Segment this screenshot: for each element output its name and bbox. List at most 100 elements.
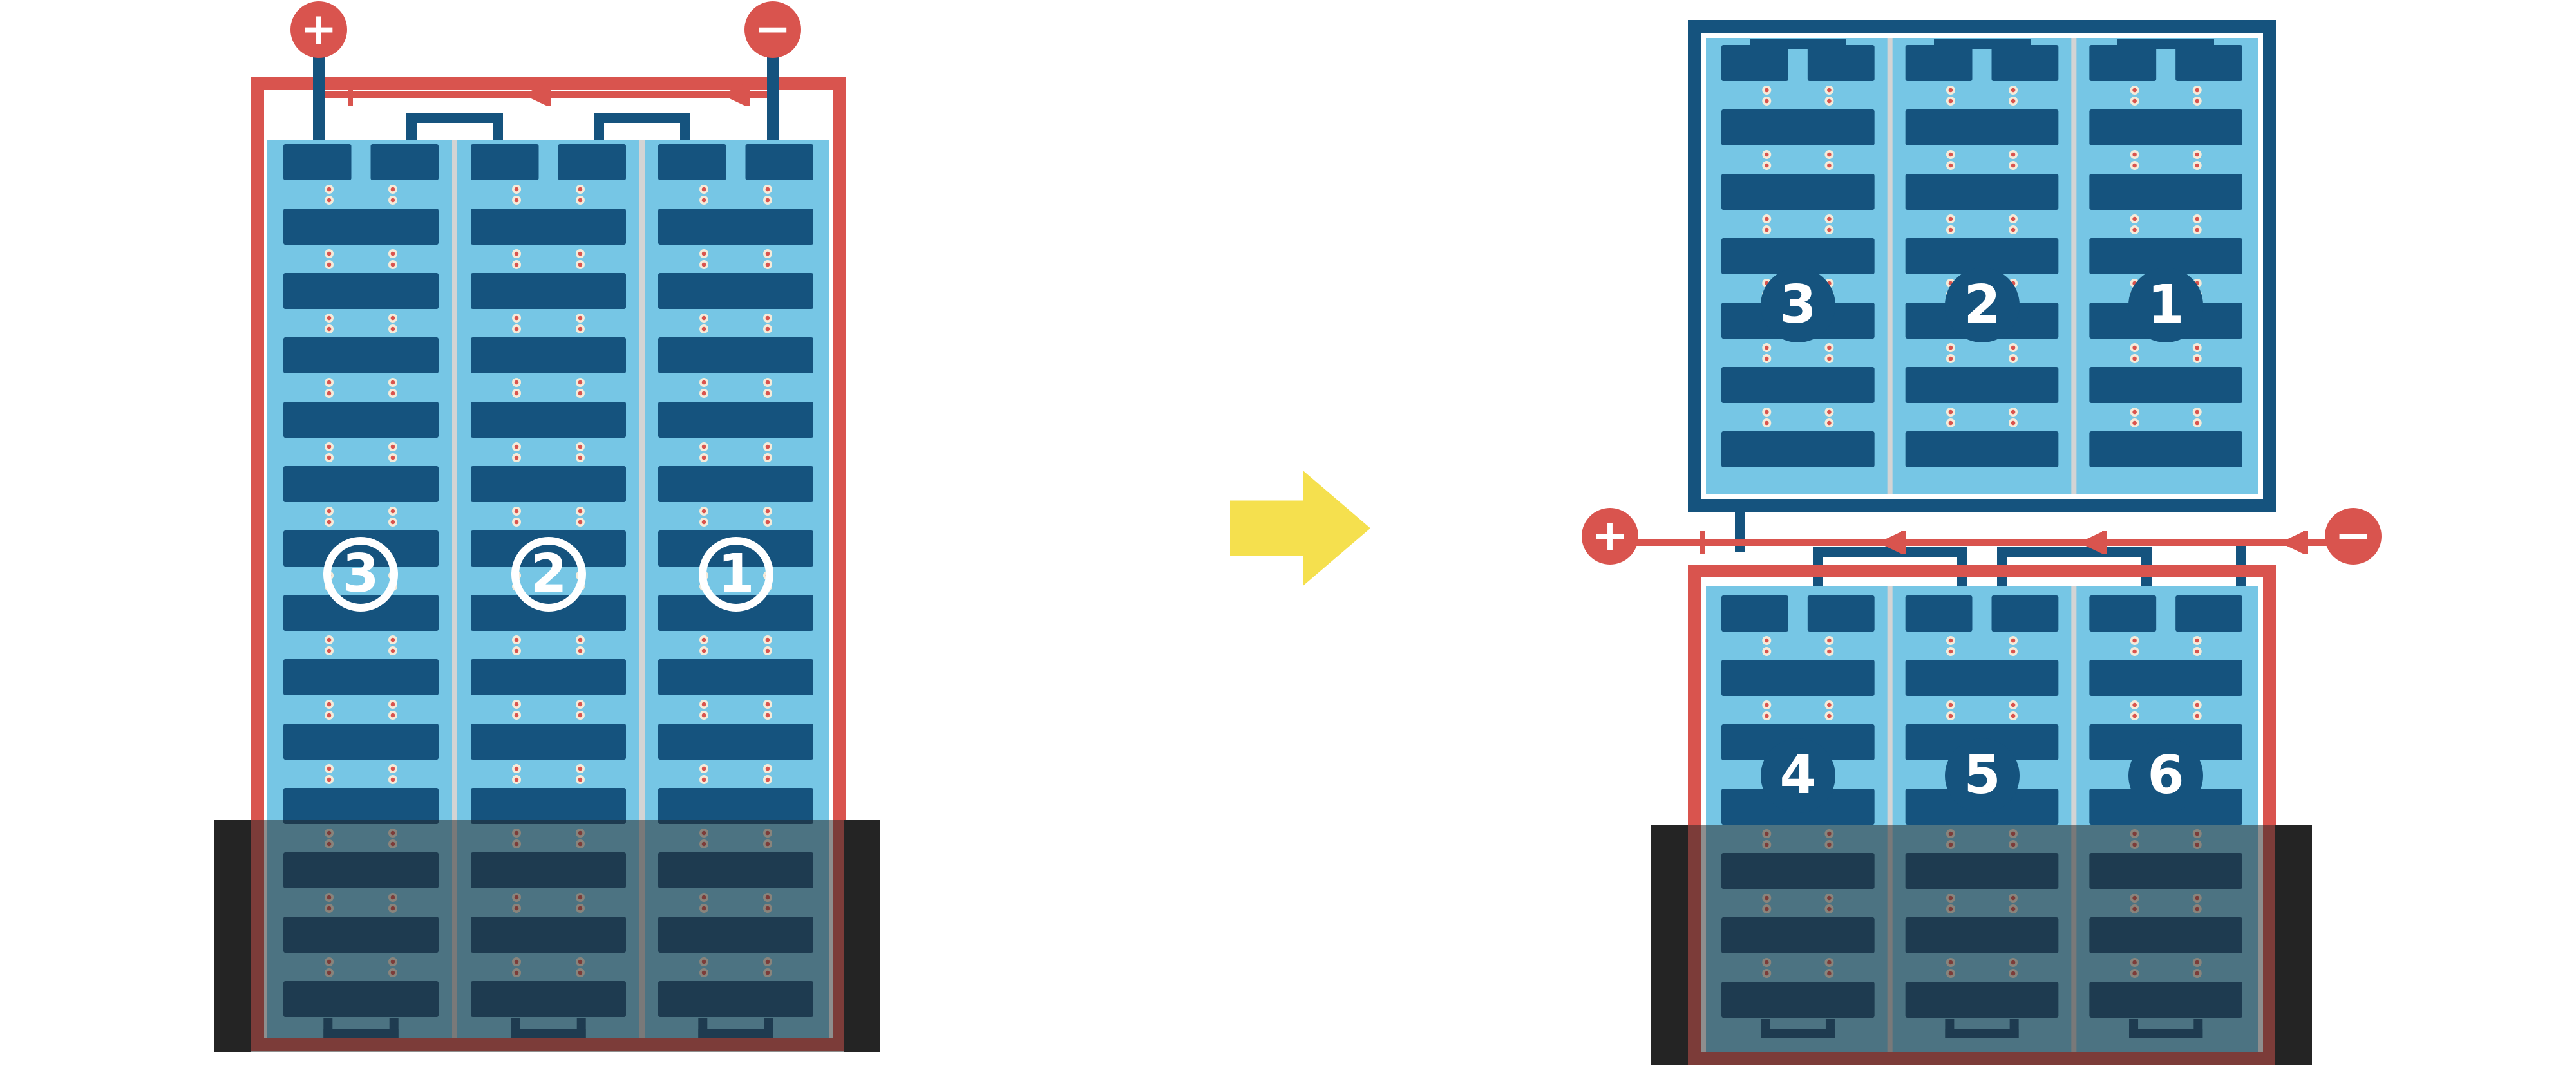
rivet-dot-core	[578, 455, 583, 460]
rivet-dot-core	[2132, 345, 2137, 350]
cell-number: 6	[2147, 745, 2184, 806]
battery-plate	[2089, 595, 2157, 632]
rivet-dot-core	[2195, 702, 2200, 707]
rivet-dot-core	[1764, 152, 1769, 157]
rivet-dot-core	[701, 520, 706, 525]
right-top-unit-case-outline	[1688, 20, 2276, 512]
rivet-dot-core	[765, 509, 770, 514]
rivet-dot-core	[1948, 409, 1953, 415]
right-middle-wire	[1610, 539, 2353, 546]
tank-water-overlay	[1651, 825, 2312, 1065]
rivet-dot-core	[1827, 713, 1832, 718]
rivet-dot-core	[514, 187, 519, 192]
rivet-dot-core	[1764, 356, 1769, 361]
rivet-dot-core	[1827, 88, 1832, 93]
rivet-dot-core	[701, 198, 706, 203]
rivet-dot-core	[514, 637, 519, 642]
negative-terminal-icon: −	[744, 1, 801, 58]
rivet-dot-core	[390, 251, 395, 256]
rivet-dot-core	[327, 262, 332, 267]
cell-number: 2	[1964, 274, 2001, 335]
rivet-dot-core	[2011, 638, 2016, 643]
battery-plate	[2089, 367, 2242, 403]
rivet-dot-core	[2195, 216, 2200, 221]
positive-terminal-post	[313, 57, 325, 161]
rivet-dot-core	[765, 520, 770, 525]
rivet-dot-core	[701, 444, 706, 449]
rivet-dot-core	[578, 187, 583, 192]
rivet-dot-core	[390, 648, 395, 653]
rivet-dot-core	[2195, 356, 2200, 361]
rivet-dot-core	[578, 637, 583, 642]
rivet-dot-core	[1764, 163, 1769, 168]
rivet-dot-core	[701, 766, 706, 771]
cell-connector-staple	[406, 113, 503, 159]
rivet-dot-core	[1827, 702, 1832, 707]
plus-sign: +	[300, 4, 337, 55]
cell-divider	[2071, 586, 2077, 1052]
rivet-dot-core	[1764, 227, 1769, 232]
rivet-dot-core	[701, 262, 706, 267]
rivet-dot-core	[578, 702, 583, 707]
rivet-dot-core	[1827, 638, 1832, 643]
rivet-dot-core	[1827, 409, 1832, 415]
rivet-dot-core	[701, 251, 706, 256]
rivet-dot-core	[390, 444, 395, 449]
rivet-dot-core	[390, 380, 395, 385]
rivet-dot-core	[327, 187, 332, 192]
rivet-dot-core	[1827, 152, 1832, 157]
cell-divider	[639, 140, 645, 1038]
rivet-dot-core	[765, 315, 770, 321]
rivet-dot-core	[2195, 152, 2200, 157]
rivet-dot-core	[514, 444, 519, 449]
rivet-dot-core	[327, 251, 332, 256]
rivet-dot-core	[390, 777, 395, 782]
rivet-dot-core	[578, 444, 583, 449]
rivet-dot-core	[1948, 420, 1953, 426]
rivet-dot-core	[578, 391, 583, 396]
cell-number: 4	[1779, 745, 1817, 806]
cell-number-badge: 3	[323, 537, 398, 612]
battery-plate	[1991, 595, 2059, 632]
rivet-dot-core	[765, 444, 770, 449]
negative-terminal-post	[767, 57, 779, 161]
rivet-dot-core	[327, 509, 332, 514]
rivet-dot-core	[327, 637, 332, 642]
rivet-dot-core	[1827, 163, 1832, 168]
minus-sign: −	[2334, 511, 2372, 561]
rivet-dot-core	[514, 251, 519, 256]
rivet-dot-core	[514, 315, 519, 321]
rivet-dot-core	[765, 187, 770, 192]
battery-plate	[658, 595, 813, 631]
rivet-dot-core	[390, 713, 395, 718]
rivet-dot-core	[765, 198, 770, 203]
rivet-dot-core	[390, 187, 395, 192]
rivet-dot-core	[1948, 356, 1953, 361]
rivet-dot-core	[327, 380, 332, 385]
rivet-dot-core	[1948, 163, 1953, 168]
rivet-dot-core	[514, 198, 519, 203]
rivet-dot-core	[2132, 409, 2137, 415]
rivet-dot-core	[701, 777, 706, 782]
cell-number-badge: 6	[2128, 738, 2203, 813]
rivet-dot-core	[2011, 216, 2016, 221]
rivet-dot-core	[701, 326, 706, 332]
rivet-dot-core	[1764, 409, 1769, 415]
rivet-dot-core	[514, 648, 519, 653]
cell-connector-staple	[1934, 39, 2031, 75]
battery-plate	[1905, 238, 2059, 274]
rivet-dot-core	[2195, 163, 2200, 168]
rivet-dot-core	[514, 777, 519, 782]
rivet-dot-core	[701, 713, 706, 718]
rivet-dot-core	[1948, 88, 1953, 93]
battery-plate	[471, 724, 626, 760]
rivet-dot-core	[578, 315, 583, 321]
rivet-dot-core	[1827, 345, 1832, 350]
current-direction-arrow-icon	[2079, 532, 2102, 554]
rivet-dot-core	[390, 766, 395, 771]
rivet-dot-core	[578, 198, 583, 203]
rivet-dot-core	[327, 648, 332, 653]
battery-plate	[1721, 431, 1875, 467]
rivet-dot-core	[2011, 163, 2016, 168]
rivet-dot-core	[1948, 713, 1953, 718]
